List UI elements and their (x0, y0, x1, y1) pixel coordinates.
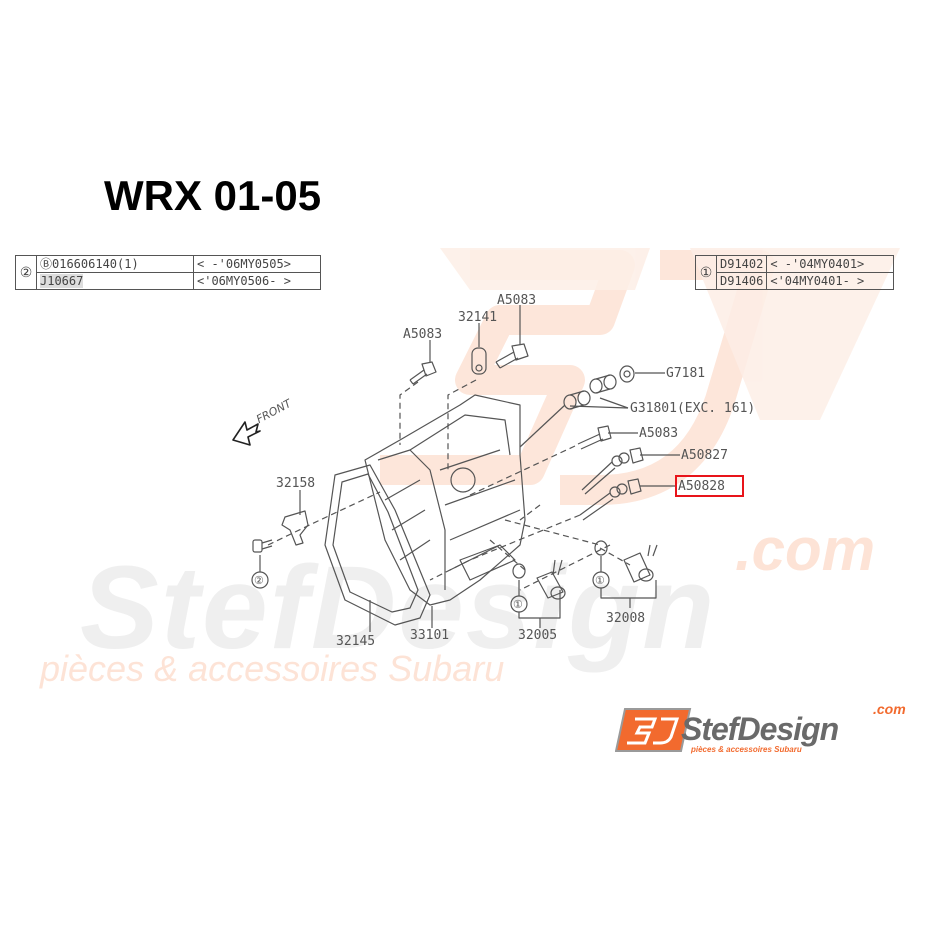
callout-a5083-top: A5083 (497, 293, 537, 308)
bolt-a5083-right (577, 425, 612, 450)
sd-badge-icon (615, 708, 692, 752)
bracket-32158 (281, 510, 309, 546)
page-title: WRX 01-05 (104, 172, 322, 219)
callout-marker-2: ② (254, 574, 264, 587)
callout-marker-1a: ① (513, 598, 523, 611)
callout-a5083-left: A5083 (403, 327, 443, 342)
stefdesign-logo: StefDesign .com pièces & accessoires Sub… (615, 701, 925, 757)
bolt-a5083-top (495, 343, 529, 369)
callout-33101: 33101 (410, 628, 450, 643)
logo-name: StefDesign (681, 711, 839, 747)
callout-32141: 32141 (458, 310, 498, 325)
logo-domain: .com (873, 701, 906, 717)
callout-g7181: G7181 (666, 366, 706, 381)
logo-tagline: pièces & accessoires Subaru (691, 745, 802, 754)
marker-1-circle-a (510, 595, 528, 613)
callout-a50828[interactable]: A50828 (678, 479, 725, 494)
note-marker-1: ① (695, 255, 717, 290)
transmission-case-33101 (364, 394, 526, 606)
note-range: < -'06MY0505> (193, 255, 321, 273)
note-part: D91406 (715, 272, 768, 290)
marker-2-circle (251, 571, 269, 589)
callout-a5083-right: A5083 (639, 426, 679, 441)
sleeve-g31801-a (589, 374, 617, 394)
bracket-32141 (471, 347, 487, 375)
callout-32145: 32145 (336, 634, 376, 649)
gasket-32145 (324, 464, 431, 626)
bolt-a5083-left (409, 361, 437, 385)
bolt-2 (252, 539, 273, 553)
front-arrow-icon (232, 421, 261, 446)
highlighted-part-box[interactable] (675, 475, 744, 497)
callout-32158: 32158 (276, 476, 316, 491)
note-part: J10667 (36, 272, 194, 290)
note-table-1: ① D91402 < -'04MY0401> D91406 <'04MY0401… (695, 255, 895, 290)
callout-marker-1b: ① (595, 574, 605, 587)
note-part: Ⓑ016606140(1) (36, 255, 194, 273)
callout-32008: 32008 (606, 611, 646, 626)
sensor-32005 (536, 559, 566, 600)
note-range: <'04MY0401- > (766, 272, 895, 290)
sleeve-g31801-b (563, 390, 591, 410)
watermark-domain-text: .com (735, 516, 876, 583)
callout-a50827: A50827 (681, 448, 728, 463)
bolt-a50827 (581, 447, 644, 495)
callout-g31801: G31801(EXC. 161) (630, 401, 756, 416)
callout-32005: 32005 (518, 628, 558, 643)
marker-1-circle-b (592, 571, 610, 589)
watermark-tagline-text: pièces & accessoires Subaru (40, 648, 505, 689)
note-table-2: ② Ⓑ016606140(1) < -'06MY0505> J10667 <'0… (15, 255, 321, 290)
sensor-32008 (623, 544, 658, 583)
bolt-a50828 (579, 478, 642, 521)
note-range: <'06MY0506- > (193, 272, 321, 290)
